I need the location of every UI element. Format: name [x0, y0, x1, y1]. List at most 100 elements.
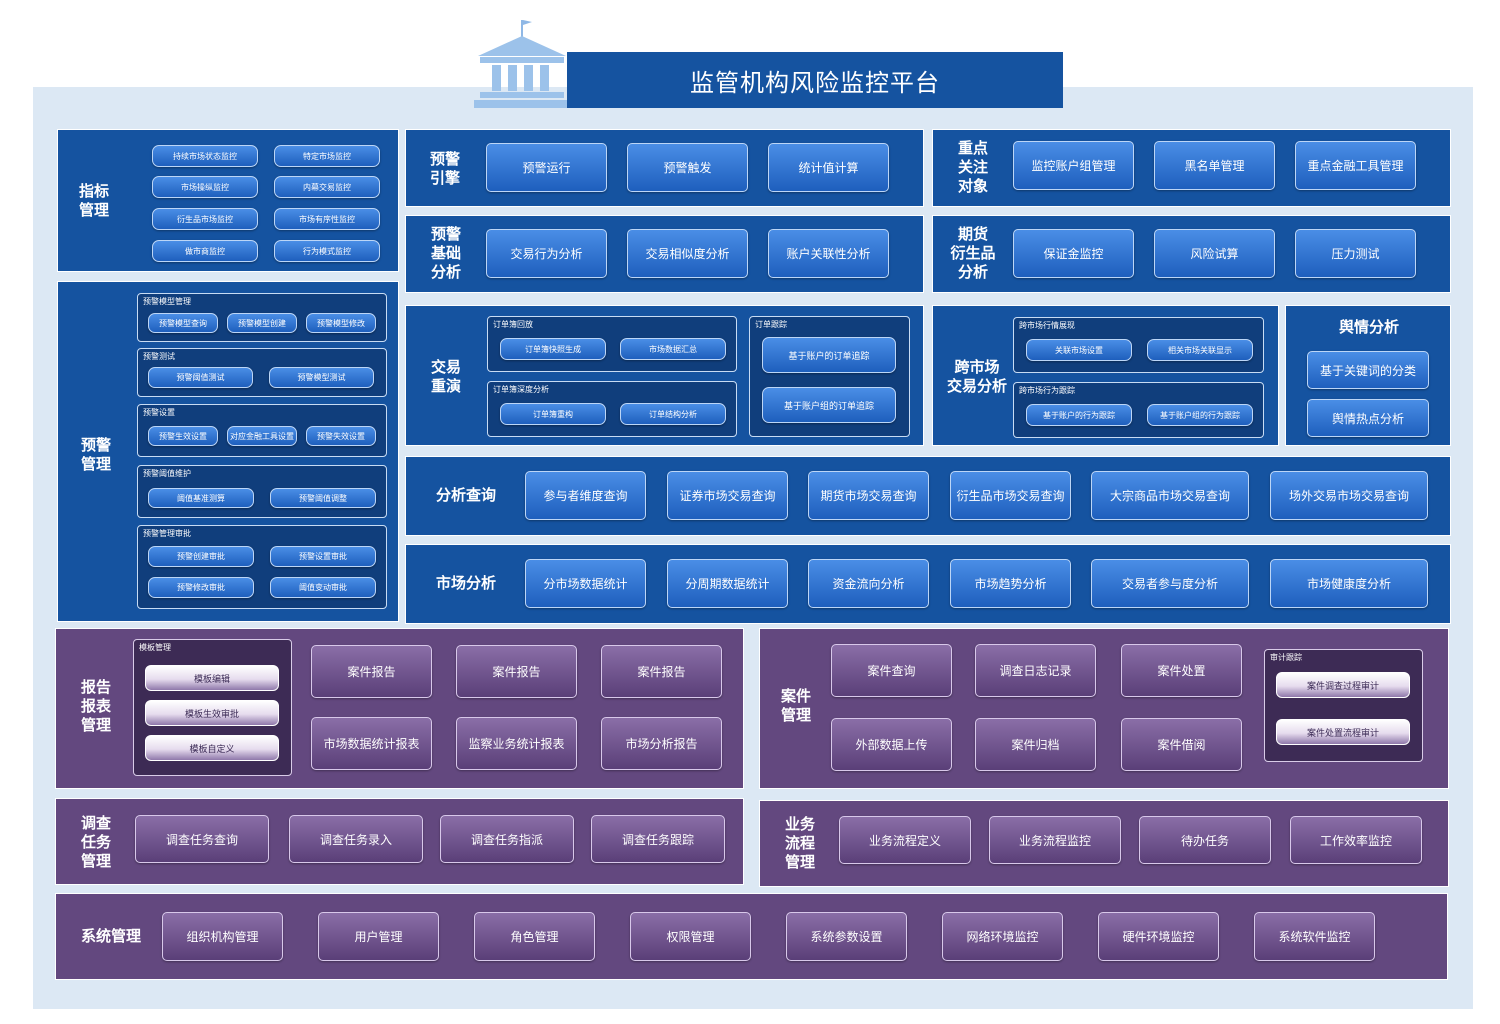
- indicator-button[interactable]: 做市商监控: [152, 240, 258, 262]
- group-button[interactable]: 预警修改审批: [148, 577, 254, 598]
- account-group-button[interactable]: 监控账户组管理: [1013, 141, 1134, 190]
- system-button[interactable]: 组织机构管理: [162, 912, 283, 961]
- group-button[interactable]: 预警失效设置: [306, 426, 376, 446]
- trade-behavior-button[interactable]: 交易行为分析: [486, 229, 607, 278]
- group-button[interactable]: 关联市场设置: [1026, 339, 1132, 361]
- group-button[interactable]: 预警阈值调整: [270, 488, 376, 508]
- template-custom-button[interactable]: 模板自定义: [145, 735, 279, 761]
- keyword-classify-button[interactable]: 基于关键词的分类: [1307, 351, 1429, 389]
- case-button[interactable]: 案件借阅: [1121, 718, 1242, 771]
- group-title: 预警设置: [143, 408, 175, 417]
- market-button[interactable]: 市场健康度分析: [1270, 559, 1428, 608]
- group-button[interactable]: 对应金融工具设置: [227, 426, 297, 446]
- stat-compute-button[interactable]: 统计值计算: [768, 143, 889, 192]
- group-button[interactable]: 订单簿重构: [500, 403, 606, 425]
- group-button[interactable]: 预警创建审批: [148, 546, 254, 567]
- margin-monitor-button[interactable]: 保证金监控: [1013, 229, 1134, 278]
- report-button[interactable]: 案件报告: [311, 645, 432, 698]
- group-button[interactable]: 基于账户的订单追踪: [762, 337, 896, 373]
- group-button[interactable]: 预警模型创建: [227, 313, 297, 333]
- group-title: 订单簿回放: [493, 320, 533, 329]
- indicator-button[interactable]: 内幕交易监控: [274, 176, 380, 198]
- group-button[interactable]: 阈值变动审批: [270, 577, 376, 598]
- group-button[interactable]: 阈值基准测算: [148, 488, 254, 508]
- alert-run-button[interactable]: 预警运行: [486, 143, 607, 192]
- group-button[interactable]: 基于账户组的行为跟踪: [1147, 404, 1253, 426]
- task-button[interactable]: 调查任务查询: [135, 815, 269, 863]
- task-button[interactable]: 调查任务指派: [440, 815, 574, 863]
- indicator-button[interactable]: 持续市场状态监控: [152, 145, 258, 167]
- indicator-button[interactable]: 市场操纵监控: [152, 176, 258, 198]
- query-button[interactable]: 证券市场交易查询: [667, 471, 788, 520]
- group-title: 订单跟踪: [755, 320, 787, 329]
- case-button[interactable]: 案件查询: [831, 644, 952, 697]
- system-button[interactable]: 硬件环境监控: [1098, 912, 1219, 961]
- query-button[interactable]: 参与者维度查询: [525, 471, 646, 520]
- query-button[interactable]: 衍生品市场交易查询: [950, 471, 1071, 520]
- query-button[interactable]: 场外交易市场交易查询: [1270, 471, 1428, 520]
- disposal-audit-button[interactable]: 案件处置流程审计: [1276, 719, 1410, 745]
- market-button[interactable]: 分市场数据统计: [525, 559, 646, 608]
- report-button[interactable]: 市场分析报告: [601, 717, 722, 770]
- group-button[interactable]: 预警生效设置: [148, 426, 218, 446]
- risk-trial-button[interactable]: 风险试算: [1154, 229, 1275, 278]
- report-button[interactable]: 市场数据统计报表: [311, 717, 432, 770]
- query-button[interactable]: 期货市场交易查询: [808, 471, 929, 520]
- case-button[interactable]: 调查日志记录: [975, 644, 1096, 697]
- stress-test-button[interactable]: 压力测试: [1295, 229, 1416, 278]
- market-button[interactable]: 资金流向分析: [808, 559, 929, 608]
- process-button[interactable]: 待办任务: [1139, 816, 1271, 864]
- group-button[interactable]: 预警模型修改: [306, 313, 376, 333]
- group-button[interactable]: 预警阈值测试: [148, 367, 253, 388]
- report-button[interactable]: 监察业务统计报表: [456, 717, 577, 770]
- system-button[interactable]: 网络环境监控: [942, 912, 1063, 961]
- group-button[interactable]: 基于账户组的订单追踪: [762, 387, 896, 423]
- system-button[interactable]: 角色管理: [474, 912, 595, 961]
- group-button[interactable]: 预警模型查询: [148, 313, 218, 333]
- alert-test-group: 预警测试 预警阈值测试 预警模型测试: [137, 348, 387, 397]
- market-button[interactable]: 分周期数据统计: [667, 559, 788, 608]
- indicator-button[interactable]: 衍生品市场监控: [152, 208, 258, 230]
- case-button[interactable]: 案件归档: [975, 718, 1096, 771]
- case-button[interactable]: 外部数据上传: [831, 718, 952, 771]
- case-button[interactable]: 案件处置: [1121, 644, 1242, 697]
- group-button[interactable]: 市场数据汇总: [620, 338, 726, 360]
- process-button[interactable]: 业务流程监控: [989, 816, 1121, 864]
- report-button[interactable]: 案件报告: [601, 645, 722, 698]
- investigation-audit-button[interactable]: 案件调查过程审计: [1276, 672, 1410, 698]
- blacklist-button[interactable]: 黑名单管理: [1154, 141, 1275, 190]
- key-instrument-button[interactable]: 重点金融工具管理: [1295, 141, 1416, 190]
- indicator-button[interactable]: 市场有序性监控: [274, 208, 380, 230]
- template-edit-button[interactable]: 模板编辑: [145, 665, 279, 691]
- query-button[interactable]: 大宗商品市场交易查询: [1091, 471, 1249, 520]
- trade-replay-panel: 交易 重演 订单簿回放 订单簿快照生成 市场数据汇总 订单簿深度分析 订单簿重构…: [405, 305, 924, 446]
- hot-topic-button[interactable]: 舆情热点分析: [1307, 399, 1429, 437]
- system-button[interactable]: 系统参数设置: [786, 912, 907, 961]
- alert-trigger-button[interactable]: 预警触发: [627, 143, 748, 192]
- system-button[interactable]: 权限管理: [630, 912, 751, 961]
- group-title: 跨市场行为跟踪: [1019, 386, 1075, 395]
- market-button[interactable]: 市场趋势分析: [950, 559, 1071, 608]
- market-button[interactable]: 交易者参与度分析: [1091, 559, 1249, 608]
- report-button[interactable]: 案件报告: [456, 645, 577, 698]
- task-button[interactable]: 调查任务跟踪: [591, 815, 725, 863]
- account-relation-button[interactable]: 账户关联性分析: [768, 229, 889, 278]
- orderbook-replay-group: 订单簿回放 订单簿快照生成 市场数据汇总: [487, 316, 737, 372]
- trade-similarity-button[interactable]: 交易相似度分析: [627, 229, 748, 278]
- process-button[interactable]: 工作效率监控: [1290, 816, 1422, 864]
- group-button[interactable]: 预警模型测试: [269, 367, 374, 388]
- page-title: 监管机构风险监控平台: [567, 52, 1063, 108]
- system-button[interactable]: 用户管理: [318, 912, 439, 961]
- group-title: 模板管理: [139, 643, 171, 652]
- group-button[interactable]: 订单结构分析: [620, 403, 726, 425]
- indicator-button[interactable]: 特定市场监控: [274, 145, 380, 167]
- process-button[interactable]: 业务流程定义: [839, 816, 971, 864]
- template-approve-button[interactable]: 模板生效审批: [145, 700, 279, 726]
- group-button[interactable]: 基于账户的行为跟踪: [1026, 404, 1132, 426]
- group-button[interactable]: 相关市场关联显示: [1147, 339, 1253, 361]
- system-button[interactable]: 系统软件监控: [1254, 912, 1375, 961]
- task-button[interactable]: 调查任务录入: [289, 815, 423, 863]
- indicator-button[interactable]: 行为模式监控: [274, 240, 380, 262]
- group-button[interactable]: 订单簿快照生成: [500, 338, 606, 360]
- group-button[interactable]: 预警设置审批: [270, 546, 376, 567]
